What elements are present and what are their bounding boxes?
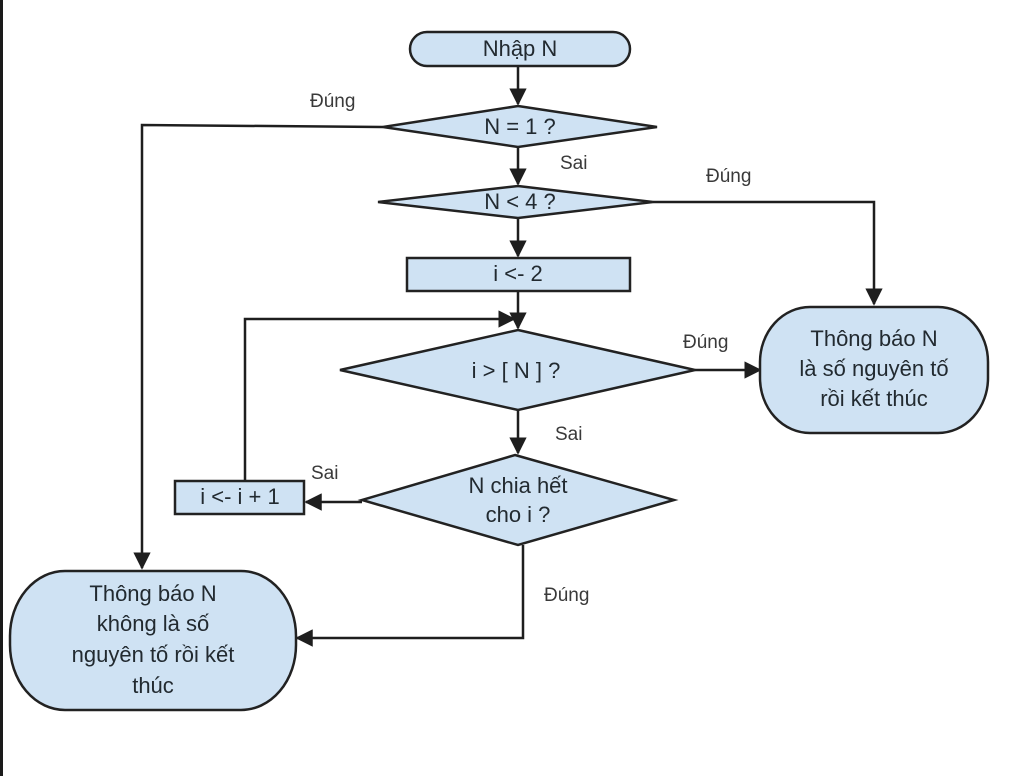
edge-labels: Đúng Sai Đúng Đúng Sai Sai Đúng (310, 91, 751, 606)
process-init-i-shape (405, 256, 632, 293)
edge-increment-i-to-check-i-gt-sqrt (243, 310, 516, 480)
node-init-i: i <- 2 (405, 256, 632, 293)
edge-label-divisible-false: Sai (311, 463, 338, 484)
end-not-prime-text-line-1: Thông báo N (89, 581, 216, 606)
end-prime-terminal-shape (758, 305, 990, 435)
start-terminal-shape (408, 30, 632, 68)
node-check-i-gt-sqrt: i > [ N ] ? (339, 328, 696, 412)
end-not-prime-text-line-2: không là số (97, 611, 210, 636)
process-increment-i-text: i <- i + 1 (200, 484, 279, 509)
edge-check-divisible-to-end-not-prime (295, 545, 525, 647)
node-increment-i: i <- i + 1 (173, 479, 306, 516)
end-prime-text-line-3: rồi kết thúc (820, 386, 928, 411)
decision-i-gt-sqrt-shape (339, 328, 696, 412)
decision-divisible-text-line-1: N chia hết (468, 473, 567, 498)
start-terminal-text: Nhập N (483, 36, 558, 61)
node-end-not-prime: Thông báo N không là số nguyên tố rồi kế… (8, 569, 298, 712)
decision-divisible-shape (357, 453, 679, 547)
decision-n-eq-1-text: N = 1 ? (484, 114, 556, 139)
process-increment-i-shape (173, 479, 306, 516)
end-not-prime-terminal-shape (8, 569, 298, 712)
node-check-divisible: N chia hết cho i ? (357, 453, 679, 547)
edge-check-n-lt-4-to-end-prime (653, 200, 883, 306)
decision-i-gt-sqrt-text: i > [ N ] ? (472, 358, 561, 383)
decision-divisible-text-line-2: cho i ? (486, 502, 551, 527)
decision-n-lt-4-shape (377, 184, 654, 220)
node-start: Nhập N (408, 30, 632, 68)
decision-n-eq-1-shape (382, 104, 658, 149)
decision-n-lt-4-text: N < 4 ? (484, 189, 556, 214)
connectors (133, 66, 883, 647)
end-prime-text-line-2: là số nguyên tố (799, 356, 948, 381)
end-not-prime-text-line-4: thúc (132, 673, 174, 698)
edge-label-divisible-true: Đúng (544, 585, 589, 606)
end-not-prime-text-line-3: nguyên tố rồi kết (72, 642, 235, 667)
node-check-n-eq-1: N = 1 ? (382, 104, 658, 149)
node-end-prime: Thông báo N là số nguyên tố rồi kết thúc (758, 305, 990, 435)
edge-check-n-eq-1-to-end-not-prime (133, 123, 384, 570)
edge-label-n-lt-4-true: Đúng (706, 166, 751, 187)
process-init-i-text: i <- 2 (493, 261, 543, 286)
node-check-n-lt-4: N < 4 ? (377, 184, 654, 220)
end-prime-text-line-1: Thông báo N (810, 326, 937, 351)
edge-label-i-gt-sqrt-true: Đúng (683, 332, 728, 353)
edge-label-i-gt-sqrt-false: Sai (555, 424, 582, 445)
edge-label-n-eq-1-false: Sai (560, 153, 587, 174)
edge-label-n-eq-1-true: Đúng (310, 91, 355, 112)
left-border-line (0, 0, 3, 776)
